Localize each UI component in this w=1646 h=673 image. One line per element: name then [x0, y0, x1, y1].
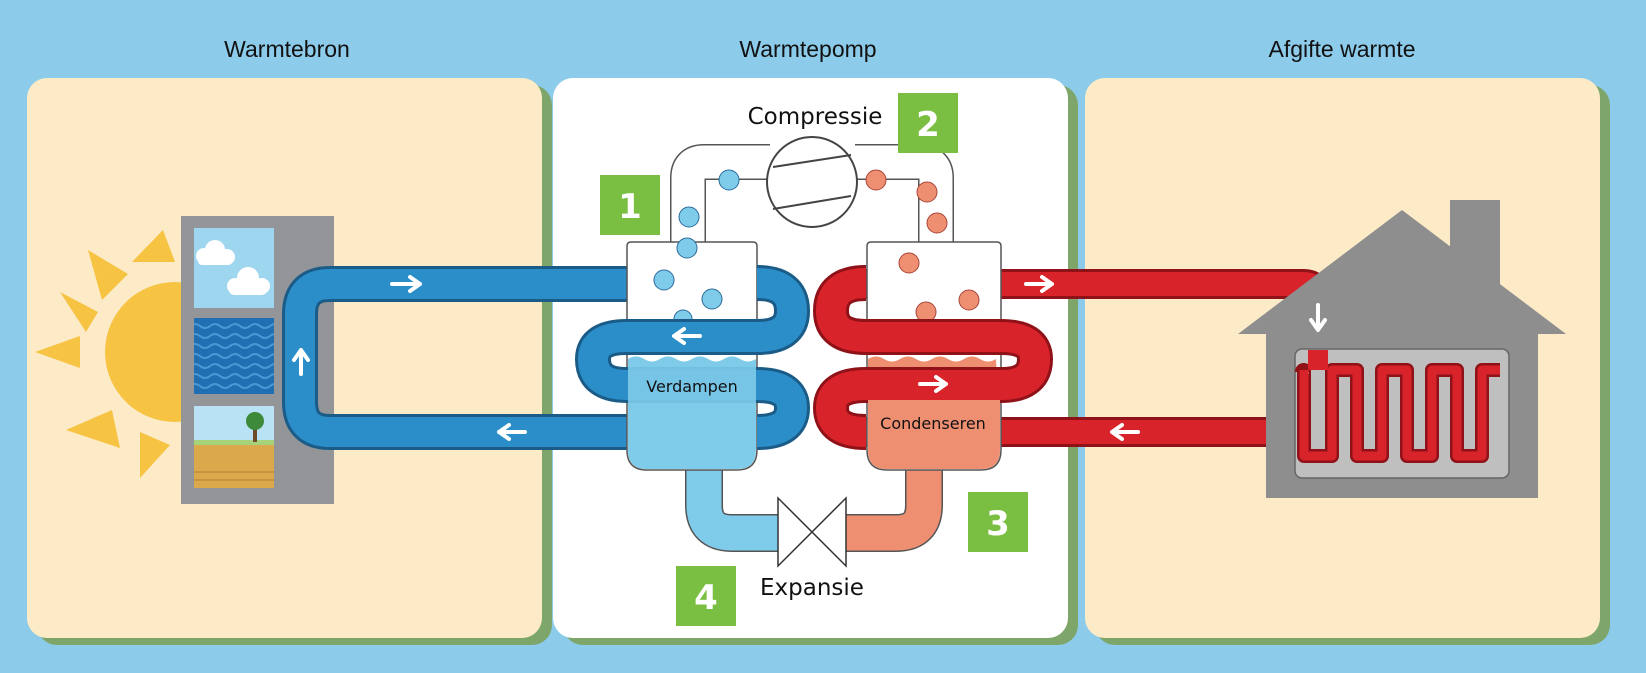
condenser-vessel: Condenseren	[812, 169, 1054, 471]
svg-text:4: 4	[694, 578, 718, 618]
arrow-down-icon	[1309, 303, 1327, 332]
arrow-right-icon	[1024, 275, 1054, 293]
arrow-right-icon	[390, 275, 422, 293]
ground-source-icon	[194, 406, 274, 488]
svg-text:3: 3	[986, 504, 1010, 544]
arrow-left-icon	[672, 327, 702, 345]
svg-text:1: 1	[618, 187, 642, 227]
arrow-left-icon	[1110, 423, 1140, 441]
heat-pump-title: Warmtepomp	[739, 36, 876, 62]
arrow-left-icon	[497, 423, 527, 441]
refrigerant-liquid-pipes	[685, 465, 943, 552]
water-source-icon	[194, 318, 274, 394]
expansion-label: Expansie	[760, 575, 864, 601]
arrow-up-icon	[292, 348, 310, 376]
step-badge-3: 3	[968, 492, 1028, 552]
evaporator-vessel: Verdampen	[574, 169, 811, 471]
radiator-icon	[1294, 348, 1510, 479]
step-badge-4: 4	[676, 566, 736, 626]
condensation-label: Condenseren	[880, 414, 986, 433]
air-source-icon	[194, 228, 274, 308]
flow-arrows	[292, 275, 1327, 441]
compressor-icon	[766, 136, 858, 228]
svg-text:2: 2	[916, 105, 940, 145]
step-badge-1: 1	[600, 175, 660, 235]
step-badge-2: 2	[898, 93, 958, 153]
heat-source-title: Warmtebron	[224, 36, 350, 62]
evaporation-label: Verdampen	[646, 377, 738, 396]
expansion-valve-icon	[777, 496, 847, 568]
arrow-right-icon	[918, 375, 948, 393]
heat-output-title: Afgifte warmte	[1269, 36, 1416, 62]
compression-label: Compressie	[748, 104, 883, 130]
refrigerant-gas-pipes	[670, 144, 954, 248]
